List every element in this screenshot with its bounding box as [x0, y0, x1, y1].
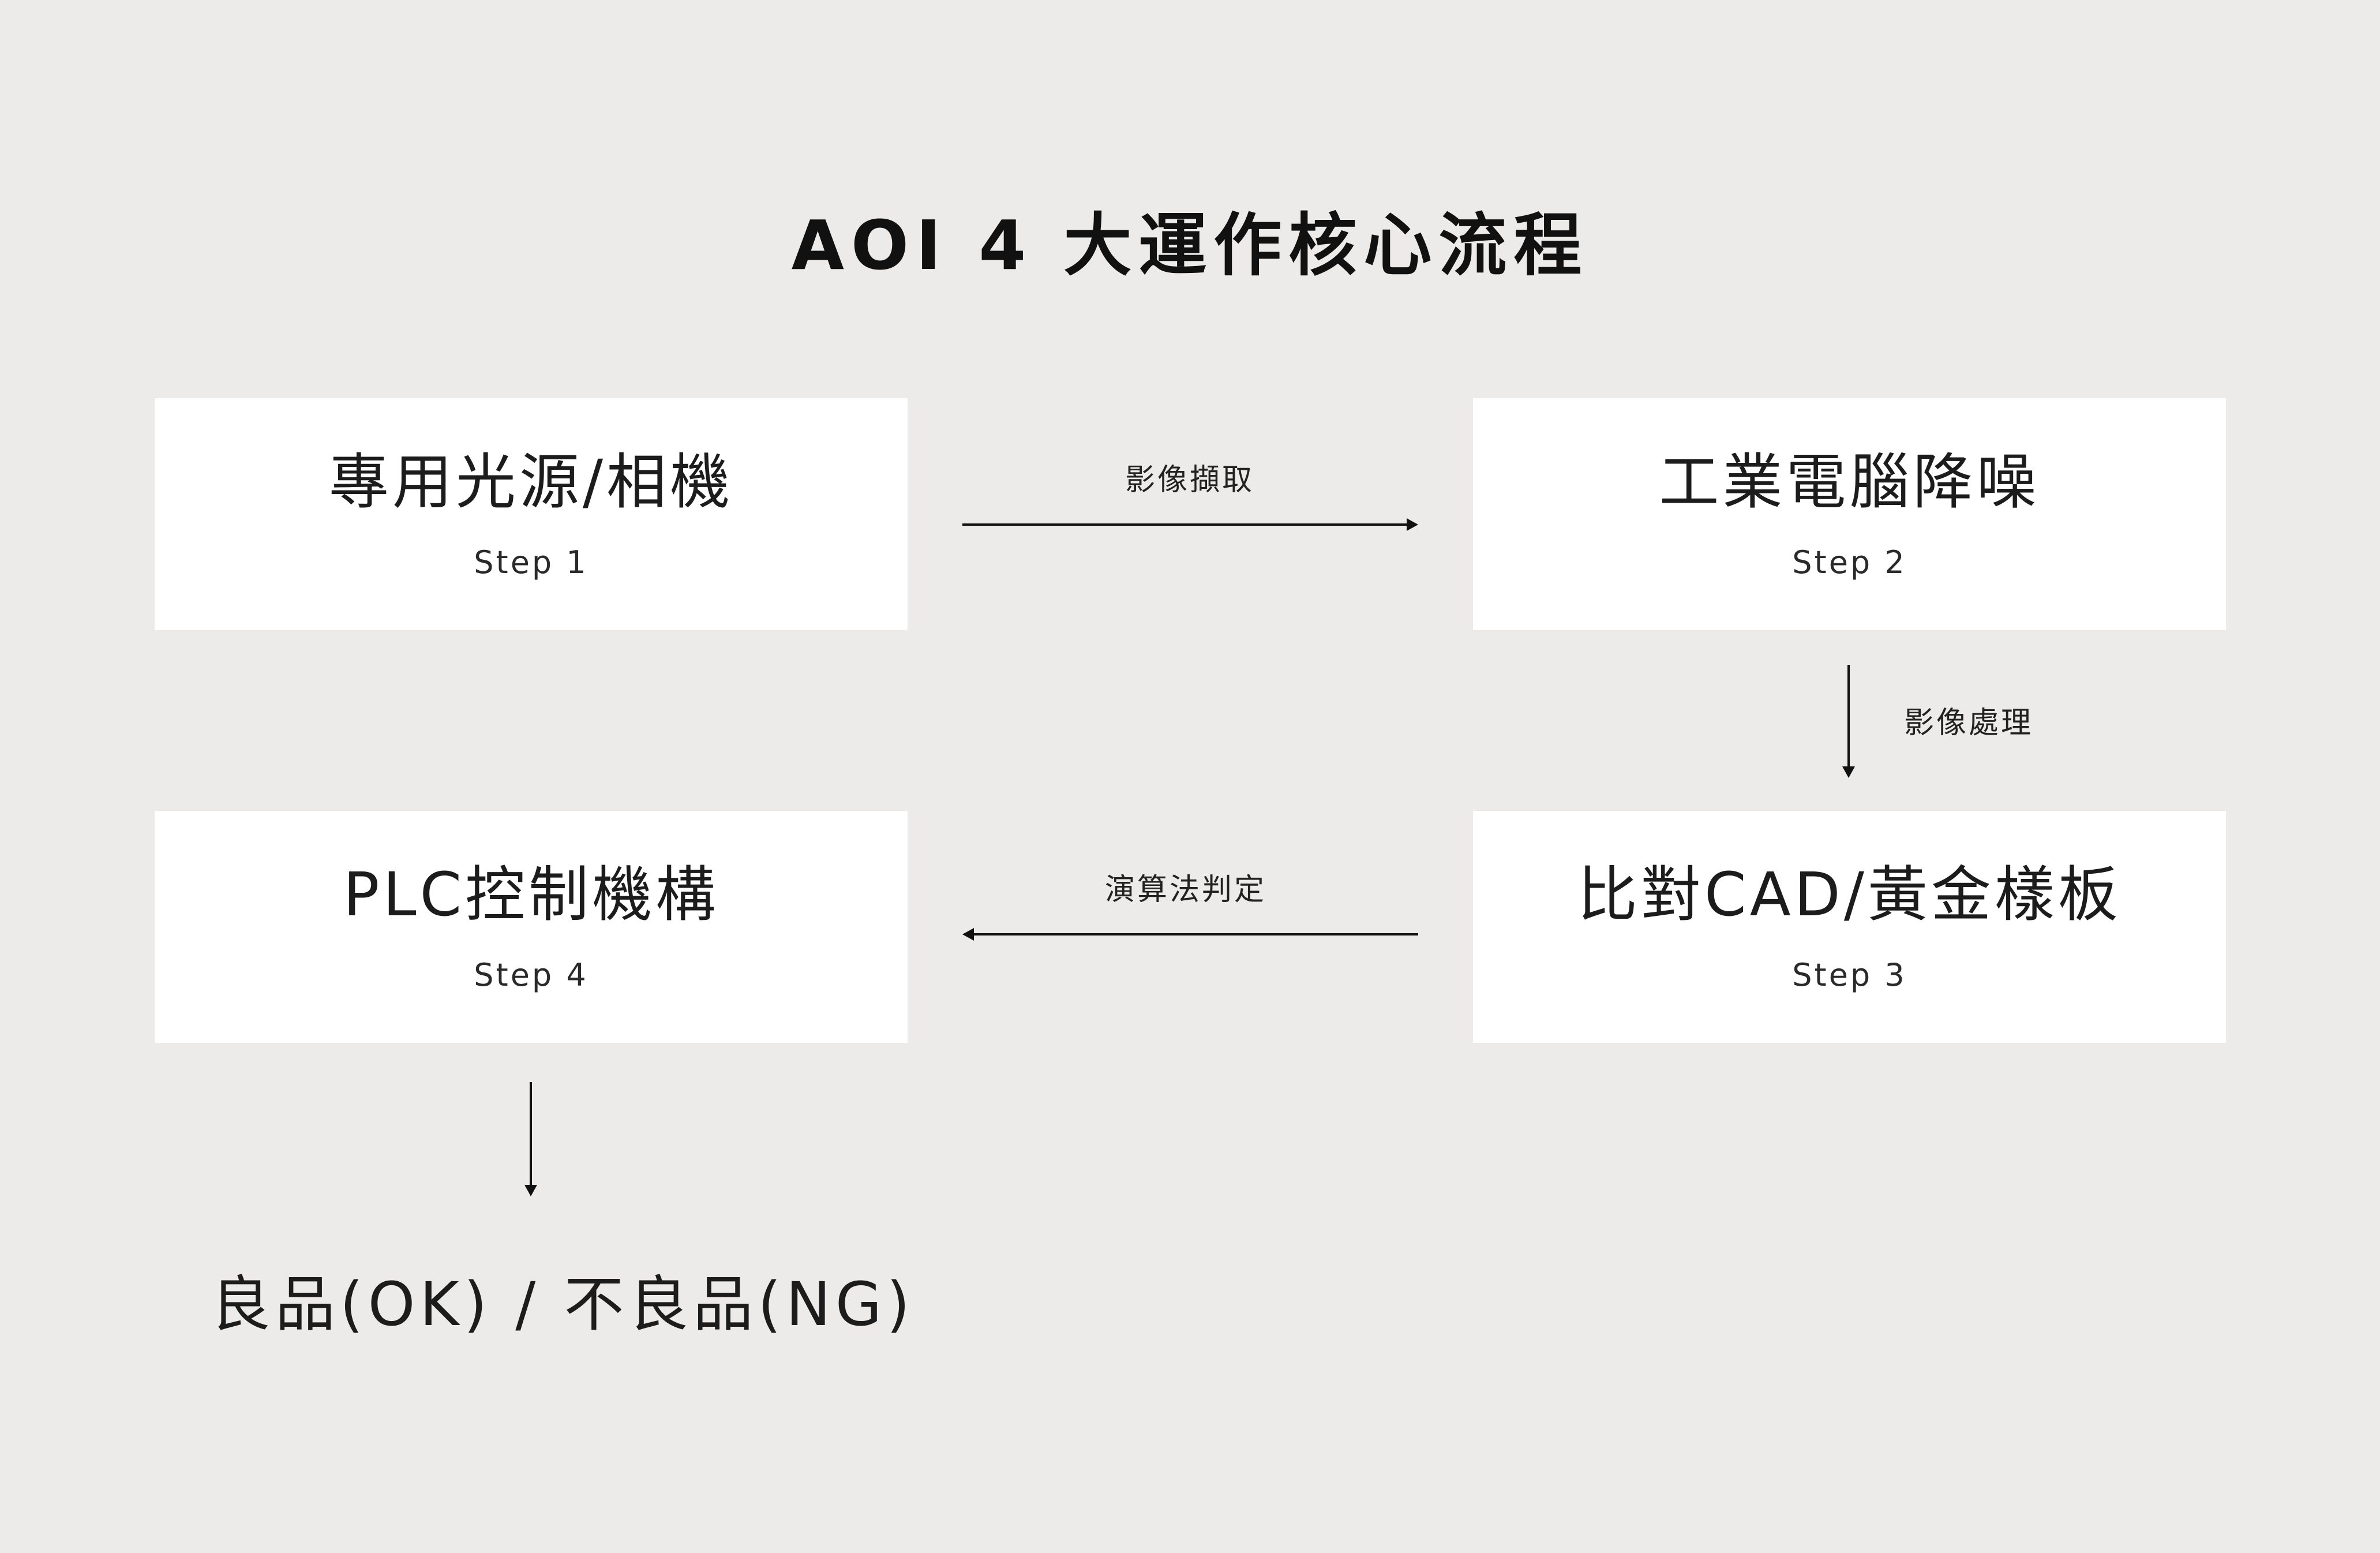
step-1-title: 專用光源/相機 — [328, 447, 734, 517]
step-2-title: 工業電腦降噪 — [1659, 447, 2040, 517]
step-3-label: Step 3 — [1792, 957, 1907, 993]
step-4-box: PLC控制機構 Step 4 — [155, 811, 908, 1043]
edge-label-capture: 影像擷取 — [1125, 463, 1255, 497]
step-3-title: 比對CAD/黃金樣板 — [1577, 859, 2122, 930]
arrowhead-left — [962, 928, 974, 941]
step-1-label: Step 1 — [474, 544, 589, 581]
edge-label-processing: 影像處理 — [1904, 706, 2034, 740]
arrowhead-right — [1407, 518, 1418, 531]
step-4-label: Step 4 — [474, 957, 589, 993]
arrowhead-down-step3 — [1842, 766, 1855, 778]
arrowhead-down-result — [524, 1185, 537, 1196]
step-2-label: Step 2 — [1792, 544, 1907, 581]
result-text: 良品(OK) / 不良品(NG) — [211, 1269, 914, 1339]
step-3-box: 比對CAD/黃金樣板 Step 3 — [1473, 811, 2226, 1043]
step-4-title: PLC控制機構 — [343, 859, 719, 930]
step-2-box: 工業電腦降噪 Step 2 — [1473, 398, 2226, 630]
step-1-box: 專用光源/相機 Step 1 — [155, 398, 908, 630]
edge-label-judgement: 演算法判定 — [1105, 873, 1267, 907]
diagram-title: AOI 4 大運作核心流程 — [791, 205, 1589, 285]
